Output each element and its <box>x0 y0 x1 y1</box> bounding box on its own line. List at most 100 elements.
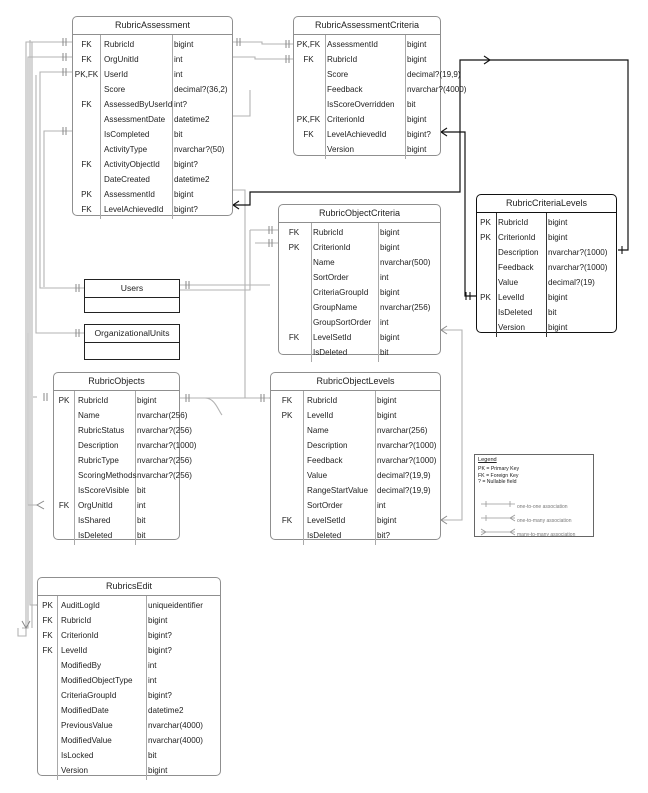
field-type: int <box>174 70 183 79</box>
field-type: bigint <box>137 396 157 405</box>
entity-title: OrganizationalUnits <box>85 325 179 343</box>
connector-objects-levels <box>233 189 270 399</box>
field-type: bigint <box>380 288 400 297</box>
field-type: bigint <box>407 145 427 154</box>
field-type: bit <box>548 308 557 317</box>
field-type: nvarchar?(256) <box>137 426 192 435</box>
field-name: IsScoreOverridden <box>327 100 395 109</box>
field-name: IsDeleted <box>307 531 342 540</box>
field-name: IsCompleted <box>104 130 150 139</box>
field-name: RangeStartValue <box>307 486 369 495</box>
field-name: RubricId <box>307 396 338 405</box>
field-type: bigint? <box>174 205 198 214</box>
field-key: FK <box>42 616 53 625</box>
field-type: bigint <box>174 190 194 199</box>
field-key: PK <box>480 293 491 302</box>
field-name: CriterionId <box>313 243 351 252</box>
field-name: RubricId <box>313 228 344 237</box>
legend: Legend PK = Primary Key FK = Foreign Key… <box>474 454 594 538</box>
field-name: Description <box>78 441 119 450</box>
legend-symbols <box>480 501 516 536</box>
field-type: bigint? <box>148 691 172 700</box>
entity-title: RubricObjects <box>54 373 179 391</box>
field-name: DateCreated <box>104 175 150 184</box>
field-key: FK <box>81 160 92 169</box>
field-name: RubricId <box>104 40 135 49</box>
field-name: RubricId <box>498 218 529 227</box>
field-name: Name <box>307 426 329 435</box>
entity-title: Users <box>85 280 179 298</box>
field-key: FK <box>42 631 53 640</box>
entity-title: RubricsEdit <box>38 578 220 596</box>
field-name: ModifiedValue <box>61 736 112 745</box>
field-type: nvarchar(4000) <box>148 721 203 730</box>
field-name: LevelAchievedId <box>327 130 387 139</box>
field-name: RubricId <box>61 616 92 625</box>
connector-edit-rubric <box>29 40 37 606</box>
field-type: nvarchar?(1000) <box>377 456 437 465</box>
field-type: bit <box>137 516 146 525</box>
field-key: FK <box>42 646 53 655</box>
legend-one-to-many: one-to-many association <box>517 518 572 524</box>
field-type: bit <box>148 751 157 760</box>
field-type: nvarchar?(4000) <box>407 85 467 94</box>
field-name: Feedback <box>327 85 363 94</box>
field-name: GroupSortOrder <box>313 318 372 327</box>
field-type: bigint <box>377 411 397 420</box>
field-type: int? <box>174 100 188 109</box>
field-type: bigint? <box>148 646 172 655</box>
field-type: bigint <box>148 766 168 775</box>
field-name: LevelSetId <box>313 333 352 342</box>
field-key: PK <box>281 411 293 420</box>
field-type: bit <box>174 130 183 139</box>
entity-users[interactable]: Users <box>84 279 180 313</box>
field-name: OrgUnitId <box>78 501 113 510</box>
field-key: PK <box>480 218 491 227</box>
field-name: RubricId <box>78 396 109 405</box>
field-key: FK <box>81 100 92 109</box>
field-type: datetime2 <box>174 115 210 124</box>
field-name: CriterionId <box>327 115 365 124</box>
field-name: SortOrder <box>307 501 343 510</box>
field-type: bit <box>137 486 146 495</box>
field-key: FK <box>81 40 92 49</box>
field-name: Name <box>78 411 100 420</box>
field-name: IsLocked <box>61 751 94 760</box>
entity-organizational-units[interactable]: OrganizationalUnits <box>84 324 180 360</box>
field-name: Score <box>104 85 126 94</box>
field-name: Description <box>498 248 539 257</box>
legend-many-to-many: many-to-many association <box>517 532 576 538</box>
field-type: bigint <box>380 228 400 237</box>
field-name: RubricType <box>78 456 119 465</box>
entity-title: RubricAssessmentCriteria <box>294 17 440 35</box>
field-name: ModifiedDate <box>61 706 109 715</box>
entity-title: RubricAssessment <box>73 17 232 35</box>
